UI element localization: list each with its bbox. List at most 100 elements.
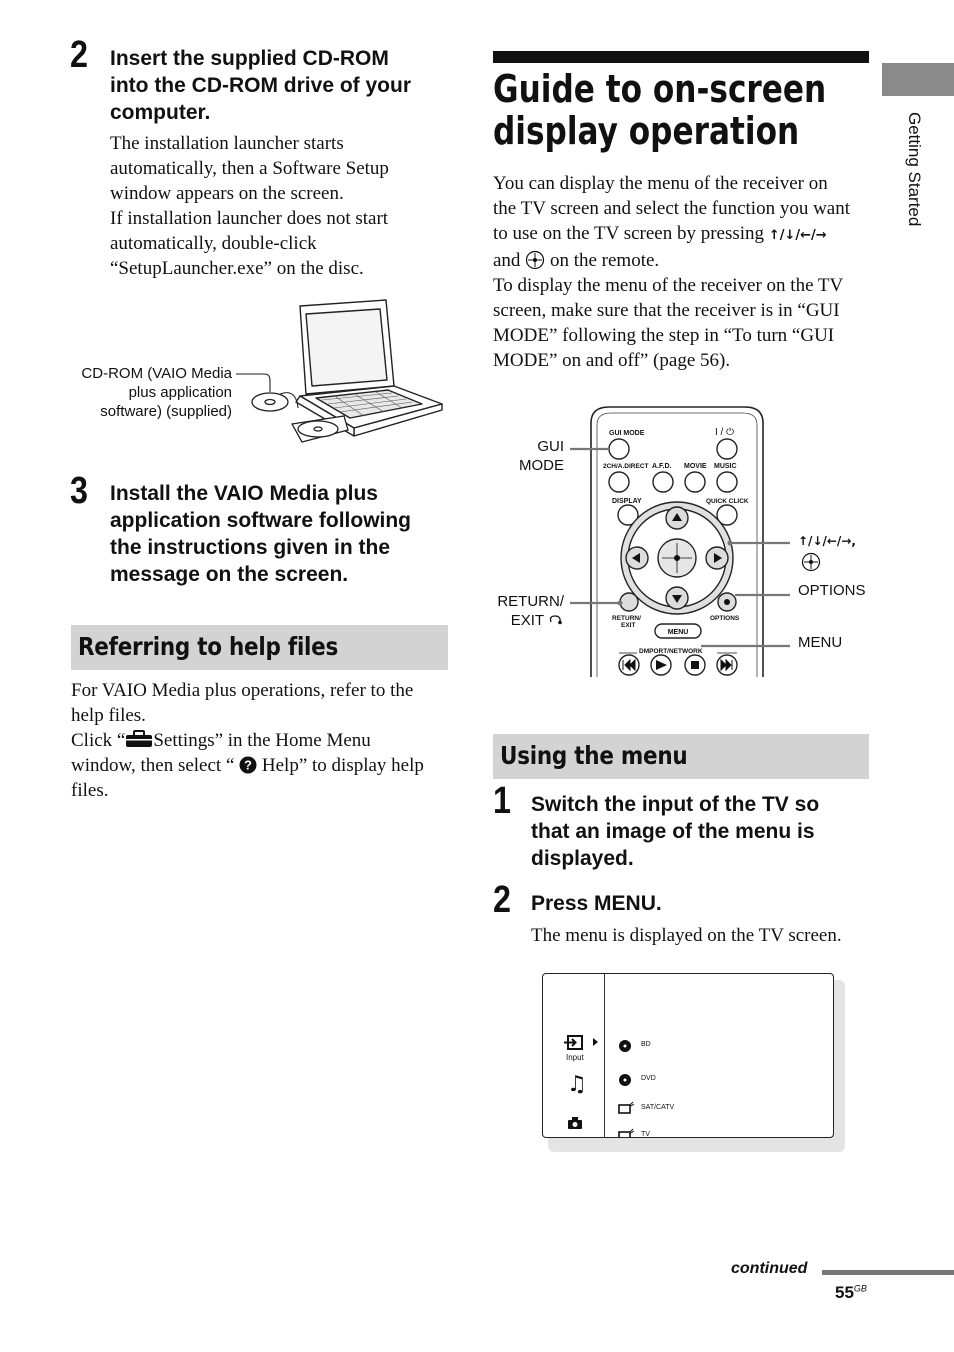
svg-text:?: ? xyxy=(244,758,252,773)
text-fragment: Help” to display help xyxy=(257,755,424,776)
power-button xyxy=(716,438,738,460)
heading-line: into the CD-ROM drive of your xyxy=(110,74,411,97)
body-line: the TV screen and select the function yo… xyxy=(493,198,851,219)
label-menu: MENU xyxy=(798,634,843,651)
section-bar-using-menu: Using the menu xyxy=(493,734,869,779)
menu-step-2-heading: Press MENU. xyxy=(531,892,662,915)
heading-line: Install the VAIO Media plus xyxy=(110,482,378,505)
step-3-heading: Install the VAIO Media plus application … xyxy=(110,480,460,588)
toolbox-icon xyxy=(126,730,153,747)
page-title: Guide to on-screen display operation xyxy=(493,68,826,152)
label-gui-mode: GUI MODE xyxy=(500,437,564,475)
menu-step-2-body: The menu is displayed on the TV screen. xyxy=(531,925,842,946)
heading-line: Insert the supplied CD-ROM xyxy=(110,47,389,70)
gui-mode-key-label: GUI MODE xyxy=(609,430,645,437)
tv-antenna-icon xyxy=(618,1101,634,1114)
label-line: GUI xyxy=(537,438,564,455)
body-line: “SetupLauncher.exe” on the disc. xyxy=(110,258,364,279)
body-line: screen, make sure that the receiver is i… xyxy=(493,300,840,321)
exit-key-label: EXIT xyxy=(621,622,635,629)
body-line: MODE” on and off” (page 56). xyxy=(493,350,731,371)
body-line: MODE” following the step in “To turn “GU… xyxy=(493,325,835,346)
return-button xyxy=(619,592,639,612)
section-title: Using the menu xyxy=(500,741,688,770)
body-line: Click “Settings” in the Home Menu xyxy=(71,728,451,753)
enter-button-icon xyxy=(526,250,545,270)
body-line: and on the remote. xyxy=(493,248,873,273)
label-arrow-keys: ↑/↓/←/→, xyxy=(798,534,856,548)
laptop-illustration xyxy=(236,299,443,443)
page-number: 55GB xyxy=(835,1283,867,1303)
movie-key-label: MOVIE xyxy=(684,463,707,470)
text-fragment: and xyxy=(493,250,526,271)
page-number-suffix: GB xyxy=(853,1283,867,1294)
cd-rom-callout: CD-ROM (VAIO Media plus application soft… xyxy=(60,364,232,421)
section-bar-help-files: Referring to help files xyxy=(71,625,448,670)
quick-click-button xyxy=(716,504,738,526)
selected-arrow-icon xyxy=(593,1038,598,1046)
intro-body: You can display the menu of the receiver… xyxy=(493,171,873,373)
section-title: Referring to help files xyxy=(78,632,339,661)
continued-label: continued xyxy=(731,1260,808,1277)
label-options: OPTIONS xyxy=(798,582,866,599)
music-note-icon: ♫ xyxy=(567,1072,587,1097)
ch-button xyxy=(608,471,630,493)
label-fragment: EXIT xyxy=(510,612,548,629)
ch-key-label: 2CH/A.DIRECT xyxy=(603,463,649,470)
afd-button xyxy=(652,471,674,493)
label-return-exit: RETURN/ EXIT xyxy=(488,592,564,630)
heading-line: Switch the input of the TV so xyxy=(531,793,820,816)
display-button xyxy=(617,504,639,526)
body-line: You can display the menu of the receiver… xyxy=(493,173,828,194)
menu-item-label: BD xyxy=(641,1041,651,1048)
menu-step-2-number: 2 xyxy=(493,879,511,921)
body-line: automatically, then a Software Setup xyxy=(110,158,389,179)
gui-mode-button xyxy=(608,438,630,460)
page-number-value: 55 xyxy=(835,1283,854,1302)
body-line: For VAIO Media plus operations, refer to… xyxy=(71,680,414,701)
heading-line: displayed. xyxy=(531,847,634,870)
arrow-keys-glyph: ↑/↓/←/→ xyxy=(768,228,827,243)
side-tab-block xyxy=(882,63,954,96)
body-line: window, then select “ ? Help” to display… xyxy=(71,753,451,778)
body-line: window appears on the screen. xyxy=(110,183,344,204)
camera-icon xyxy=(568,1117,582,1129)
heading-line: that an image of the menu is xyxy=(531,820,815,843)
heading-line: message on the screen. xyxy=(110,563,349,586)
label-line: RETURN/ xyxy=(497,593,564,610)
body-line: To display the menu of the receiver on t… xyxy=(493,275,844,296)
music-key-label: MUSIC xyxy=(714,463,737,470)
text-fragment: on the remote. xyxy=(545,250,660,271)
callout-line: plus application xyxy=(128,384,232,401)
label-line: MODE xyxy=(519,457,564,474)
options-key-label: OPTIONS xyxy=(710,615,740,622)
body-line: automatically, double-click xyxy=(110,233,317,254)
body-line: files. xyxy=(71,780,109,801)
movie-button xyxy=(684,471,706,493)
return-arrow-icon xyxy=(549,615,562,625)
label-line: EXIT xyxy=(488,611,564,630)
quick-click-key-label: QUICK CLICK xyxy=(706,498,749,505)
text-fragment: Click “ xyxy=(71,730,126,751)
tv-screen-frame: Input ♫ BD DVD SAT/CATV TV xyxy=(542,973,834,1138)
power-key-label: I / ⏻ xyxy=(715,427,734,438)
menu-button xyxy=(654,623,702,639)
help-files-body: For VAIO Media plus operations, refer to… xyxy=(71,678,451,803)
input-label: Input xyxy=(566,1053,584,1062)
tv-antenna-icon xyxy=(618,1128,634,1137)
menu-item-label: DVD xyxy=(641,1075,656,1082)
step-2-number: 2 xyxy=(70,34,88,76)
menu-item-label: TV xyxy=(641,1131,650,1138)
disc-icon xyxy=(619,1040,631,1052)
afd-key-label: A.F.D. xyxy=(652,463,672,470)
heading-line: application software following xyxy=(110,509,412,532)
step-2-heading: Insert the supplied CD-ROM into the CD-R… xyxy=(110,45,460,126)
input-icon xyxy=(564,1035,583,1050)
remote-control-illustration: GUI MODE I / ⏻ 2CH/A.DIRECT A.F.D. MOVIE… xyxy=(570,406,790,677)
enter-button-icon xyxy=(801,552,821,572)
return-key-label: RETURN/ xyxy=(612,615,641,622)
disc-icon xyxy=(619,1074,631,1086)
body-line: help files. xyxy=(71,705,146,726)
body-line: If installation launcher does not start xyxy=(110,208,389,229)
title-rule xyxy=(493,51,869,63)
